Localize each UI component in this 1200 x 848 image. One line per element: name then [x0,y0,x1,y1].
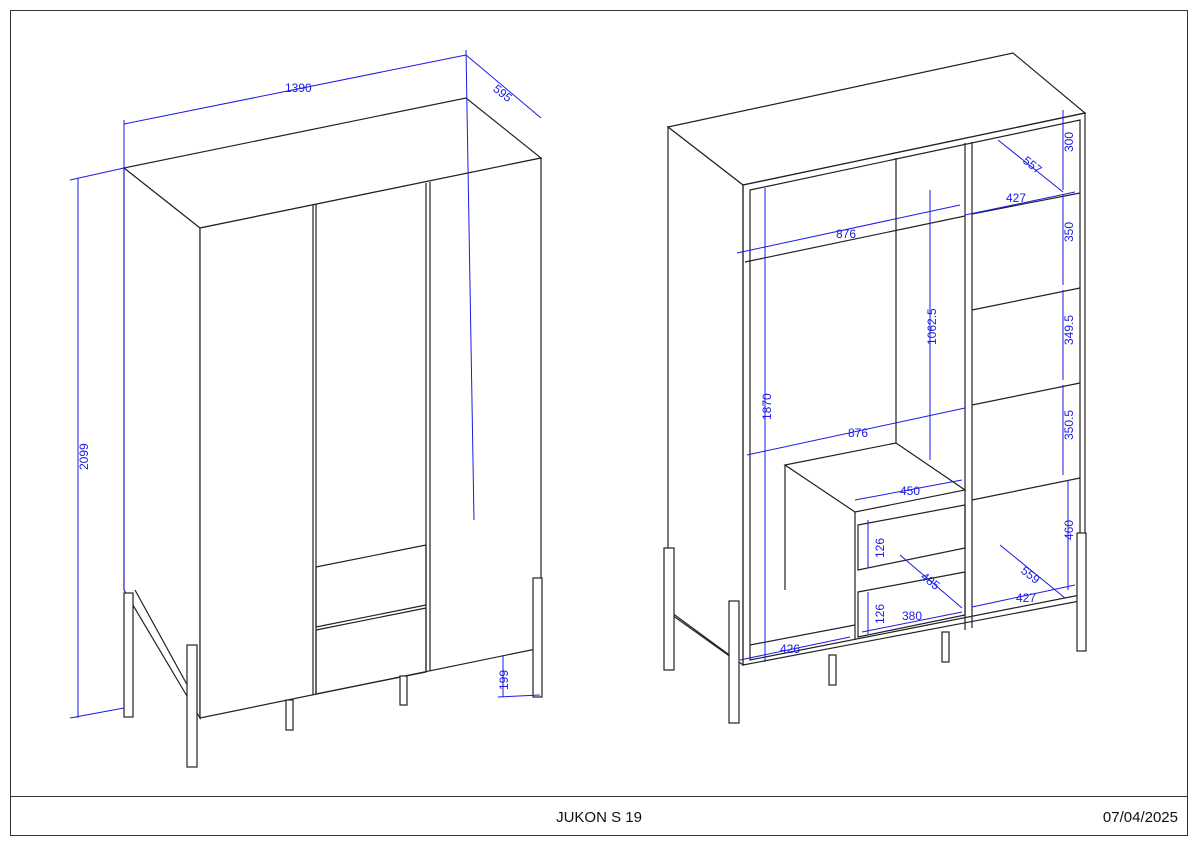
dim-bottom-shelf-width: 427 [1016,591,1036,605]
dim-shelf-depth: 557 [1020,153,1045,177]
dim-rail-height: 1062.5 [925,308,939,345]
dim-depth: 595 [490,82,515,106]
dim-drawer-box-width: 450 [900,484,920,498]
dim-shelf-width-top: 427 [1006,191,1026,205]
dim-gap-460: 460 [1062,520,1076,540]
dim-drawer-height-2: 126 [873,604,887,624]
dim-bottom-shelf-depth: 559 [1018,563,1043,587]
dim-drawer-height-1: 126 [873,538,887,558]
dim-inner-height: 1870 [760,393,774,420]
dim-gap-350-5: 350.5 [1062,410,1076,440]
dim-leg-height: 199 [497,670,511,690]
right-dimensions: 300 557 427 876 350 1062.5 349.5 1870 87… [736,110,1076,662]
dim-rail-width: 876 [836,227,856,241]
dim-height: 2099 [77,443,91,470]
dim-drawer-depth: 485 [918,569,943,593]
dim-gap-350: 350 [1062,222,1076,242]
drawing-title: JUKON S 19 [556,809,642,826]
drawing-frame [10,10,1188,836]
open-wardrobe [663,52,1087,724]
dim-drawer-width: 380 [902,609,922,623]
dim-gap-349-5: 349.5 [1062,315,1076,345]
left-dimensions: 1390 595 2099 199 [69,49,542,719]
dim-bottom-depth: 426 [780,642,800,656]
title-block: JUKON S 19 07/04/2025 [10,796,1188,836]
drawing-date: 07/04/2025 [1102,809,1178,826]
closed-wardrobe [122,97,543,768]
dim-bottom-width: 876 [848,426,868,440]
dim-top-gap: 300 [1062,132,1076,152]
dim-width: 1390 [285,81,312,95]
